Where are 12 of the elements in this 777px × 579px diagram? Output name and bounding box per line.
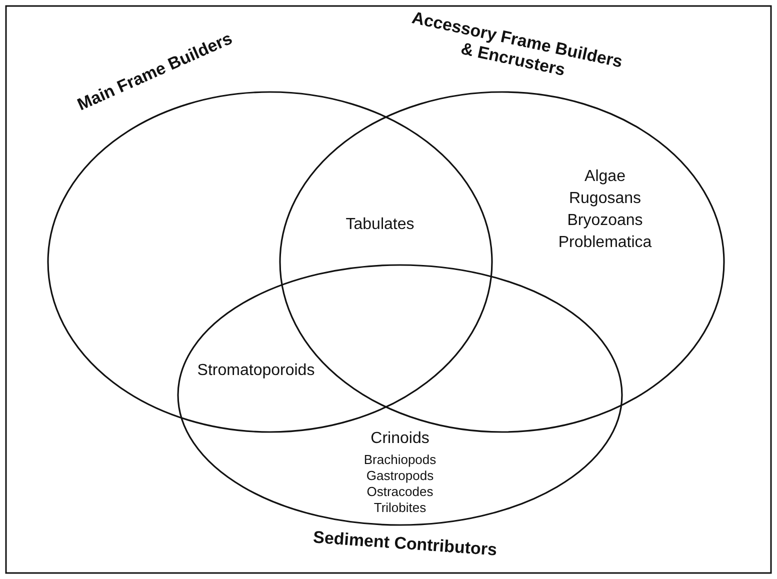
taxon-label: Problematica <box>558 234 652 252</box>
taxon-label: Bryozoans <box>567 212 643 230</box>
taxon-label: Brachiopods <box>364 452 436 467</box>
taxon-label: Trilobites <box>374 500 426 515</box>
taxon-label: Algae <box>584 168 626 186</box>
taxon-label: Stromatoporoids <box>197 362 315 380</box>
taxon-label: Rugosans <box>568 190 642 208</box>
taxon-label: Tabulates <box>346 216 414 234</box>
taxon-label: Gastropods <box>366 468 434 483</box>
taxon-label: Ostracodes <box>366 484 434 499</box>
taxon-label: Crinoids <box>370 430 430 448</box>
set-heading: Sediment Contributors <box>312 526 499 562</box>
